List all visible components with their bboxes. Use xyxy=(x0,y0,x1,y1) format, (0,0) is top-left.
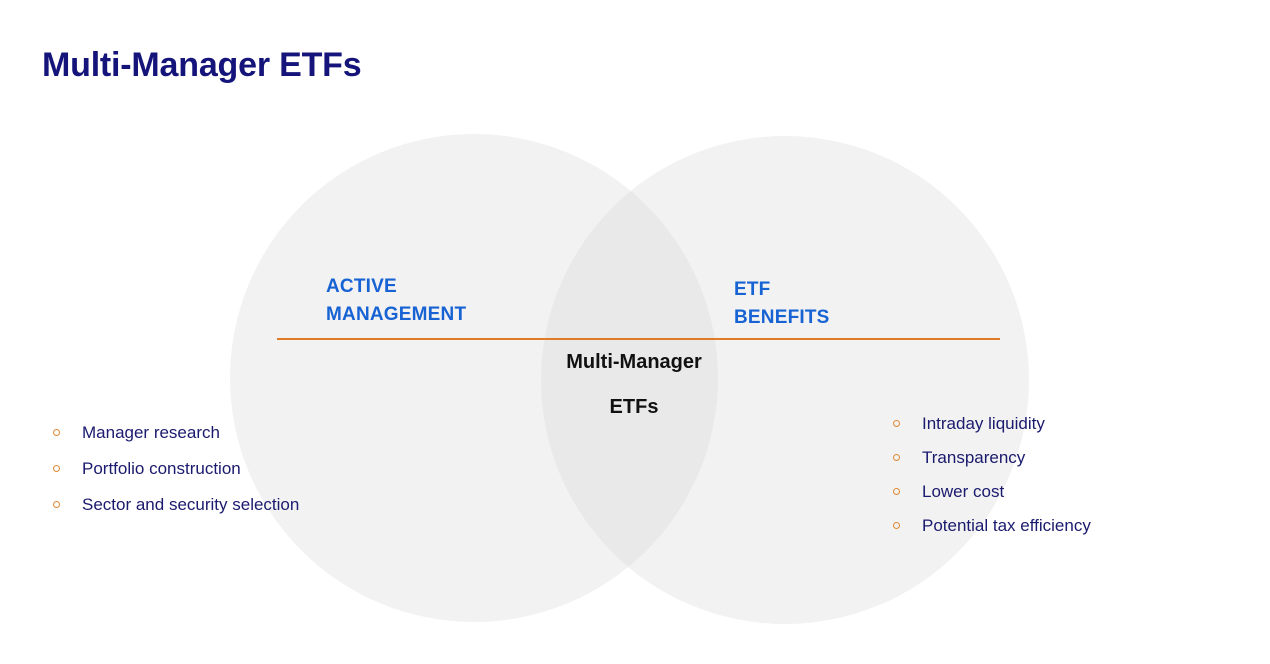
venn-overlap-label: Multi-Manager ETFs xyxy=(500,352,768,417)
list-item-label: Potential tax efficiency xyxy=(922,516,1091,535)
accent-divider-line xyxy=(277,338,1000,340)
list-item: Portfolio construction xyxy=(52,460,299,477)
bullet-circle-icon xyxy=(893,420,900,427)
etf-benefits-bullet-list: Intraday liquidity Transparency Lower co… xyxy=(892,415,1091,551)
venn-overlap-label-line1: Multi-Manager xyxy=(566,351,702,373)
list-item-label: Lower cost xyxy=(922,482,1005,501)
list-item: Intraday liquidity xyxy=(892,415,1091,432)
list-item: Sector and security selection xyxy=(52,496,299,513)
venn-label-active-management-line1: ACTIVE xyxy=(326,276,397,297)
list-item-label: Sector and security selection xyxy=(82,495,300,514)
venn-label-active-management: ACTIVE MANAGEMENT xyxy=(326,273,466,328)
page-title: Multi-Manager ETFs xyxy=(42,46,362,84)
bullet-circle-icon xyxy=(53,501,60,508)
active-management-bullet-list: Manager research Portfolio construction … xyxy=(52,424,299,532)
bullet-circle-icon xyxy=(53,465,60,472)
list-item-label: Manager research xyxy=(82,423,220,442)
venn-label-etf-benefits: ETF BENEFITS xyxy=(734,276,830,331)
list-item: Transparency xyxy=(892,449,1091,466)
list-item: Potential tax efficiency xyxy=(892,517,1091,534)
venn-label-active-management-line2: MANAGEMENT xyxy=(326,303,467,325)
list-item-label: Transparency xyxy=(922,448,1026,467)
venn-overlap-label-line2: ETFs xyxy=(609,396,659,418)
list-item: Manager research xyxy=(52,424,299,441)
bullet-circle-icon xyxy=(893,488,900,495)
venn-label-etf-benefits-line2: BENEFITS xyxy=(734,306,830,328)
list-item-label: Intraday liquidity xyxy=(922,414,1045,433)
bullet-circle-icon xyxy=(53,429,60,436)
venn-label-etf-benefits-line1: ETF xyxy=(734,279,771,300)
list-item-label: Portfolio construction xyxy=(82,459,241,478)
list-item: Lower cost xyxy=(892,483,1091,500)
bullet-circle-icon xyxy=(893,454,900,461)
bullet-circle-icon xyxy=(893,522,900,529)
